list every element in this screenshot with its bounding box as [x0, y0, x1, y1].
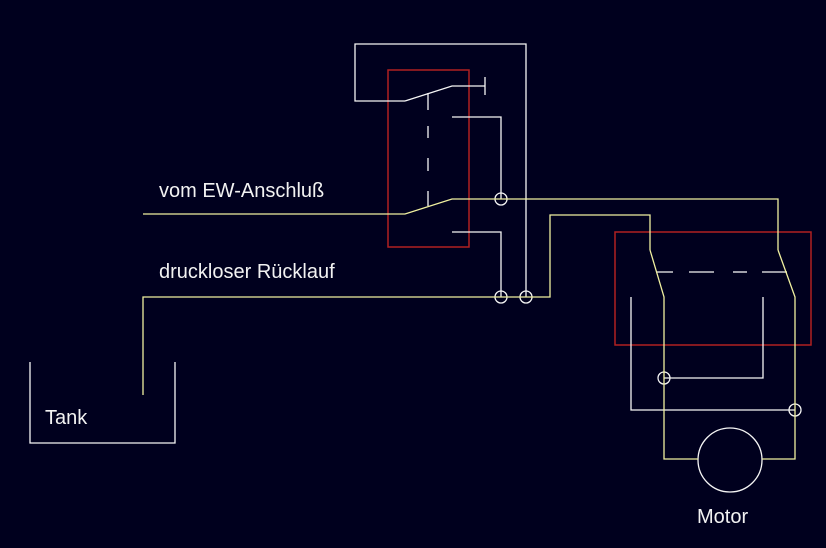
relay-box-motor [614, 231, 812, 346]
lower-contact-wire [452, 231, 502, 297]
tank-outline [29, 362, 176, 444]
relay-box-top [387, 69, 470, 248]
motor-right-contact-wire [664, 297, 764, 379]
motor-left-contact-wire [630, 297, 795, 411]
motor-symbol [697, 427, 763, 493]
upper-contact-wire [452, 116, 502, 199]
motor-left-switch [649, 249, 698, 460]
motor-right-switch [762, 249, 796, 460]
motor-label: Motor [697, 506, 749, 528]
supply-label: vom EW-Anschluß [159, 180, 325, 202]
return-label: druckloser Rücklauf [159, 261, 335, 283]
return-wire [142, 214, 651, 395]
top-switch-contact [404, 85, 485, 102]
control-loop-wire [354, 43, 527, 297]
tank-label: Tank [45, 407, 88, 429]
supply-wire [143, 198, 779, 250]
